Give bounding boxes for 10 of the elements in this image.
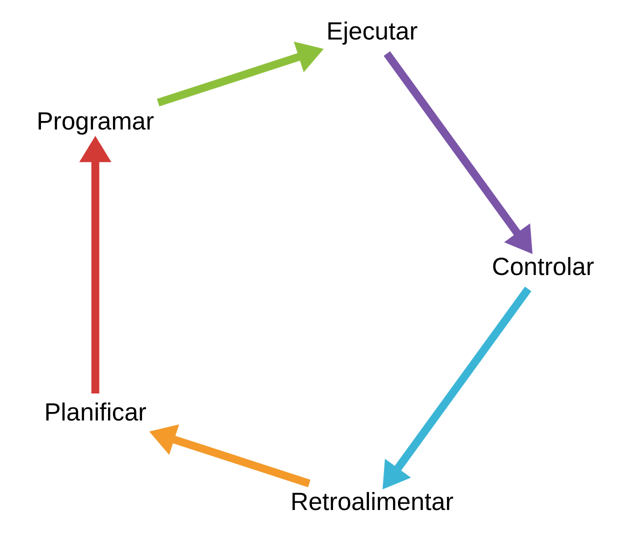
node-text: Programar <box>36 107 154 136</box>
node-text: Controlar <box>492 252 594 281</box>
node-text: Retroalimentar <box>290 488 454 516</box>
arrow <box>149 424 310 488</box>
arrow <box>156 42 324 106</box>
arrow <box>384 51 533 254</box>
node-text: Planificar <box>44 398 146 426</box>
arrow <box>382 286 532 490</box>
arrow <box>79 136 112 394</box>
node-text: Ejecutar <box>326 17 418 46</box>
